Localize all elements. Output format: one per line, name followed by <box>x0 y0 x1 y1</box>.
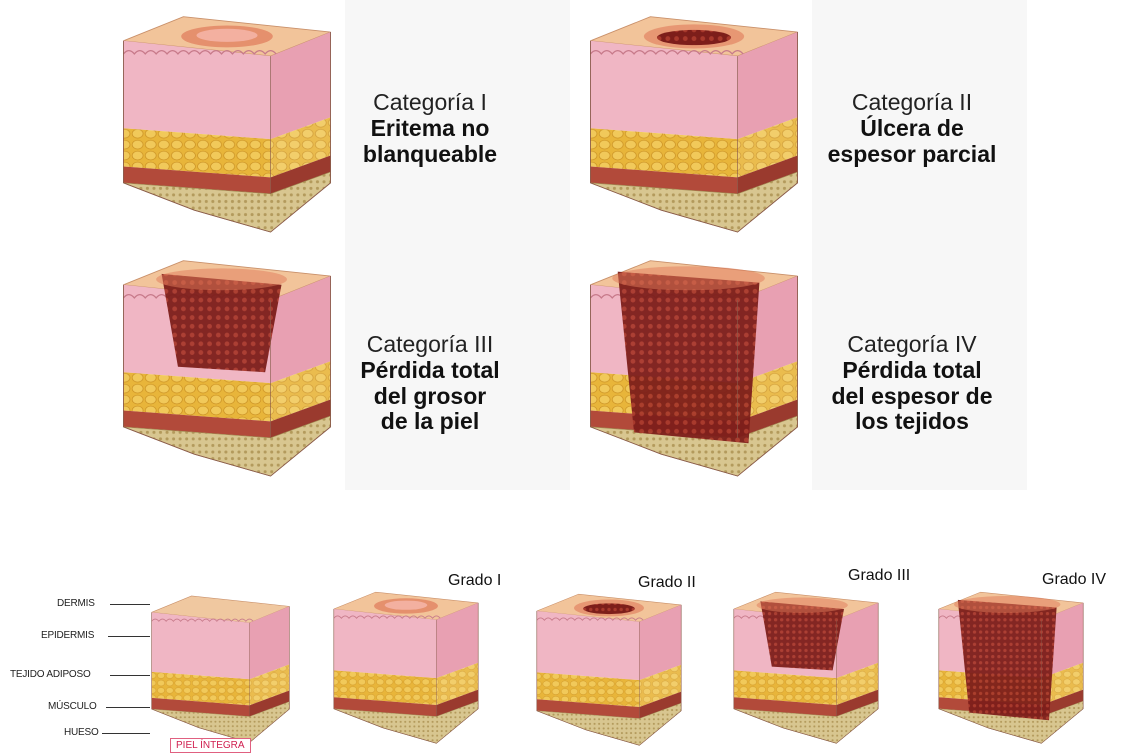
skin-layers-illustration <box>730 586 882 751</box>
skin-cube-grade-2 <box>533 588 685 753</box>
skin-layers-illustration <box>935 586 1087 751</box>
layer-label-fat: TEJIDO ADIPOSO <box>10 669 91 680</box>
layer-label-dermis: DERMIS <box>57 598 95 609</box>
caption-category-4: Categoría IV Pérdida total del espesor d… <box>812 332 1012 435</box>
layer-pointer-fat <box>110 675 150 676</box>
skin-cube-category-1 <box>118 8 336 243</box>
grade-2-label: Grado II <box>638 574 696 592</box>
layer-label-muscle: MÚSCULO <box>48 701 97 712</box>
category-4-description: Pérdida total del espesor de los tejidos <box>812 358 1012 435</box>
layer-pointer-epidermis <box>108 636 150 637</box>
layer-pointer-bone <box>102 733 150 734</box>
grade-1-label: Grado I <box>448 572 501 590</box>
skin-cube-grade-3 <box>730 586 882 751</box>
caption-category-2: Categoría II Úlcera de espesor parcial <box>812 90 1012 167</box>
category-1-title: Categoría I <box>350 90 510 116</box>
intact-skin-tag: PIEL ÍNTEGRA <box>170 738 251 753</box>
grade-4-label: Grado IV <box>1042 571 1106 589</box>
layer-pointer-dermis <box>110 604 150 605</box>
category-3-title: Categoría III <box>350 332 510 358</box>
grade-3-label: Grado III <box>848 567 910 585</box>
skin-layers-illustration <box>118 252 336 487</box>
skin-layers-illustration <box>585 252 803 487</box>
skin-cube-category-4 <box>585 252 803 487</box>
caption-category-1: Categoría I Eritema no blanqueable <box>350 90 510 167</box>
layer-label-bone: HUESO <box>64 727 99 738</box>
skin-cube-grade-1 <box>330 586 482 751</box>
skin-layers-illustration <box>330 586 482 751</box>
skin-cube-category-3 <box>118 252 336 487</box>
skin-layers-illustration <box>148 590 293 750</box>
caption-category-3: Categoría III Pérdida total del grosor d… <box>350 332 510 435</box>
category-3-description: Pérdida total del grosor de la piel <box>350 358 510 435</box>
skin-cube-intact <box>148 590 293 750</box>
skin-layers-illustration <box>533 588 685 753</box>
skin-layers-illustration <box>118 8 336 243</box>
skin-cube-category-2 <box>585 8 803 243</box>
category-4-title: Categoría IV <box>812 332 1012 358</box>
category-2-description: Úlcera de espesor parcial <box>812 116 1012 168</box>
skin-layers-illustration <box>585 8 803 243</box>
category-2-title: Categoría II <box>812 90 1012 116</box>
layer-label-epidermis: EPIDERMIS <box>41 630 94 641</box>
skin-cube-grade-4 <box>935 586 1087 751</box>
layer-pointer-muscle <box>106 707 150 708</box>
category-1-description: Eritema no blanqueable <box>350 116 510 168</box>
